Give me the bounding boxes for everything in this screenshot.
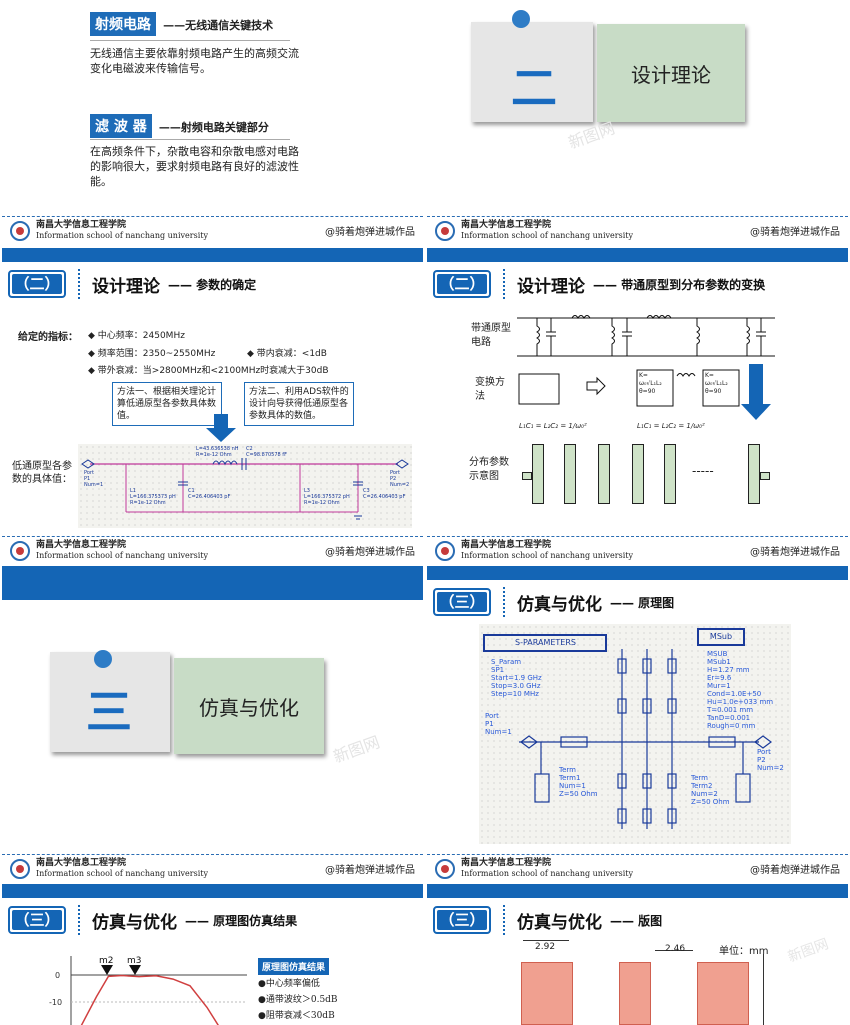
marker-m3-icon bbox=[129, 965, 141, 975]
title-card: 仿真与优化 bbox=[174, 658, 324, 754]
transform-diagram bbox=[518, 369, 740, 407]
university-logo-icon bbox=[435, 540, 455, 561]
tag-filter: 滤 波 器 bbox=[90, 114, 152, 138]
university-logo-icon bbox=[435, 858, 455, 879]
y-tick-0: 0 bbox=[55, 971, 60, 980]
university-logo-icon bbox=[435, 220, 455, 241]
down-arrow-icon bbox=[206, 428, 236, 442]
marker-m2-icon bbox=[101, 965, 113, 975]
distributed-diagram: ----- bbox=[522, 442, 802, 506]
slide-header: （三） 仿真与优化 —— 原理图 bbox=[427, 582, 848, 622]
layout-pad-1 bbox=[521, 962, 573, 1025]
slide-5: 三 仿真与优化 新图网 bbox=[2, 566, 423, 852]
slide-header: （三） 仿真与优化 —— 原理图仿真结果 bbox=[2, 900, 423, 940]
numeral-card: 三 bbox=[50, 652, 170, 752]
section-title: 设计理论 bbox=[631, 62, 711, 87]
slide-header: （二） 设计理论 —— 参数的确定 bbox=[2, 264, 423, 304]
slide-8: （三） 仿真与优化 —— 版图 2.92 2.46 单位：mm 新图网 bbox=[427, 884, 848, 1025]
y-tick-10: -10 bbox=[49, 998, 62, 1007]
filter-text: 在高频条件下，杂散电容和杂散电感对电路的影响很大，要求射频电路有良好的滤波性能。 bbox=[90, 145, 299, 188]
tag-rf-circuit: 射频电路 bbox=[90, 12, 156, 36]
tag-rf-sub: ——无线通信关键技术 bbox=[163, 19, 274, 32]
university-logo-icon bbox=[10, 858, 30, 879]
slide-header: （三） 仿真与优化 —— 版图 bbox=[427, 900, 848, 940]
marker-m2: m2 bbox=[99, 956, 114, 966]
equation-1: L₁C₁ = L₂C₂ = 1/ω₀² bbox=[519, 422, 587, 430]
layout-pad-2 bbox=[619, 962, 651, 1025]
slide-header: （二） 设计理论 —— 带通原型到分布参数的变换 bbox=[427, 264, 848, 304]
title-card: 设计理论 bbox=[597, 24, 745, 122]
numeral-card: 二 bbox=[471, 22, 593, 122]
method-2-box: 方法二、利用ADS软件的设计向导获得低通原型各参数具体的数值。 bbox=[244, 382, 354, 426]
results-panel-title: 原理图仿真结果 bbox=[258, 958, 330, 975]
down-arrow-icon bbox=[741, 404, 771, 420]
bandpass-circuit bbox=[517, 315, 775, 357]
slide-7: （三） 仿真与优化 —— 原理图仿真结果 0 -10 m2 m3 原理图仿真结果… bbox=[2, 884, 423, 1025]
slide-4: （二） 设计理论 —— 带通原型到分布参数的变换 带通原型电路 变换方法 分布参… bbox=[427, 248, 848, 534]
university-logo-icon bbox=[10, 540, 30, 561]
rf-text: 无线通信主要依靠射频电路产生的高频交流变化电磁波来传输信号。 bbox=[90, 47, 299, 75]
s-parameters-block: S-PARAMETERS bbox=[483, 634, 607, 652]
msub-block: MSub bbox=[697, 628, 745, 646]
section-filter: 滤 波 器 ——射频电路关键部分 bbox=[90, 114, 269, 138]
pin-icon bbox=[94, 650, 112, 668]
s21-curve bbox=[80, 974, 219, 1025]
section-rf: 射频电路 ——无线通信关键技术 bbox=[90, 12, 273, 36]
method-1-box: 方法一、根据相关理论计算低通原型各参数具体数值。 bbox=[112, 382, 222, 426]
university-logo-icon bbox=[10, 220, 30, 241]
marker-m3: m3 bbox=[127, 956, 142, 966]
sim-result-chart: 0 -10 m2 m3 bbox=[49, 956, 247, 1025]
layout-pad-3 bbox=[697, 962, 749, 1025]
equation-2: L₁C₁ = L₂C₂ = 1/ω₀² bbox=[637, 422, 705, 430]
pin-icon bbox=[512, 10, 530, 28]
numeral: 二 bbox=[511, 61, 557, 115]
results-list: ●中心频率偏低 ●通带波纹＞0.5dB ●阻带衰减＜30dB bbox=[258, 979, 338, 1021]
slide-3: （二） 设计理论 —— 参数的确定 给定的指标： ◆ 中心频率：2450MHz … bbox=[2, 248, 423, 534]
tag-filter-sub: ——射频电路关键部分 bbox=[158, 121, 269, 134]
